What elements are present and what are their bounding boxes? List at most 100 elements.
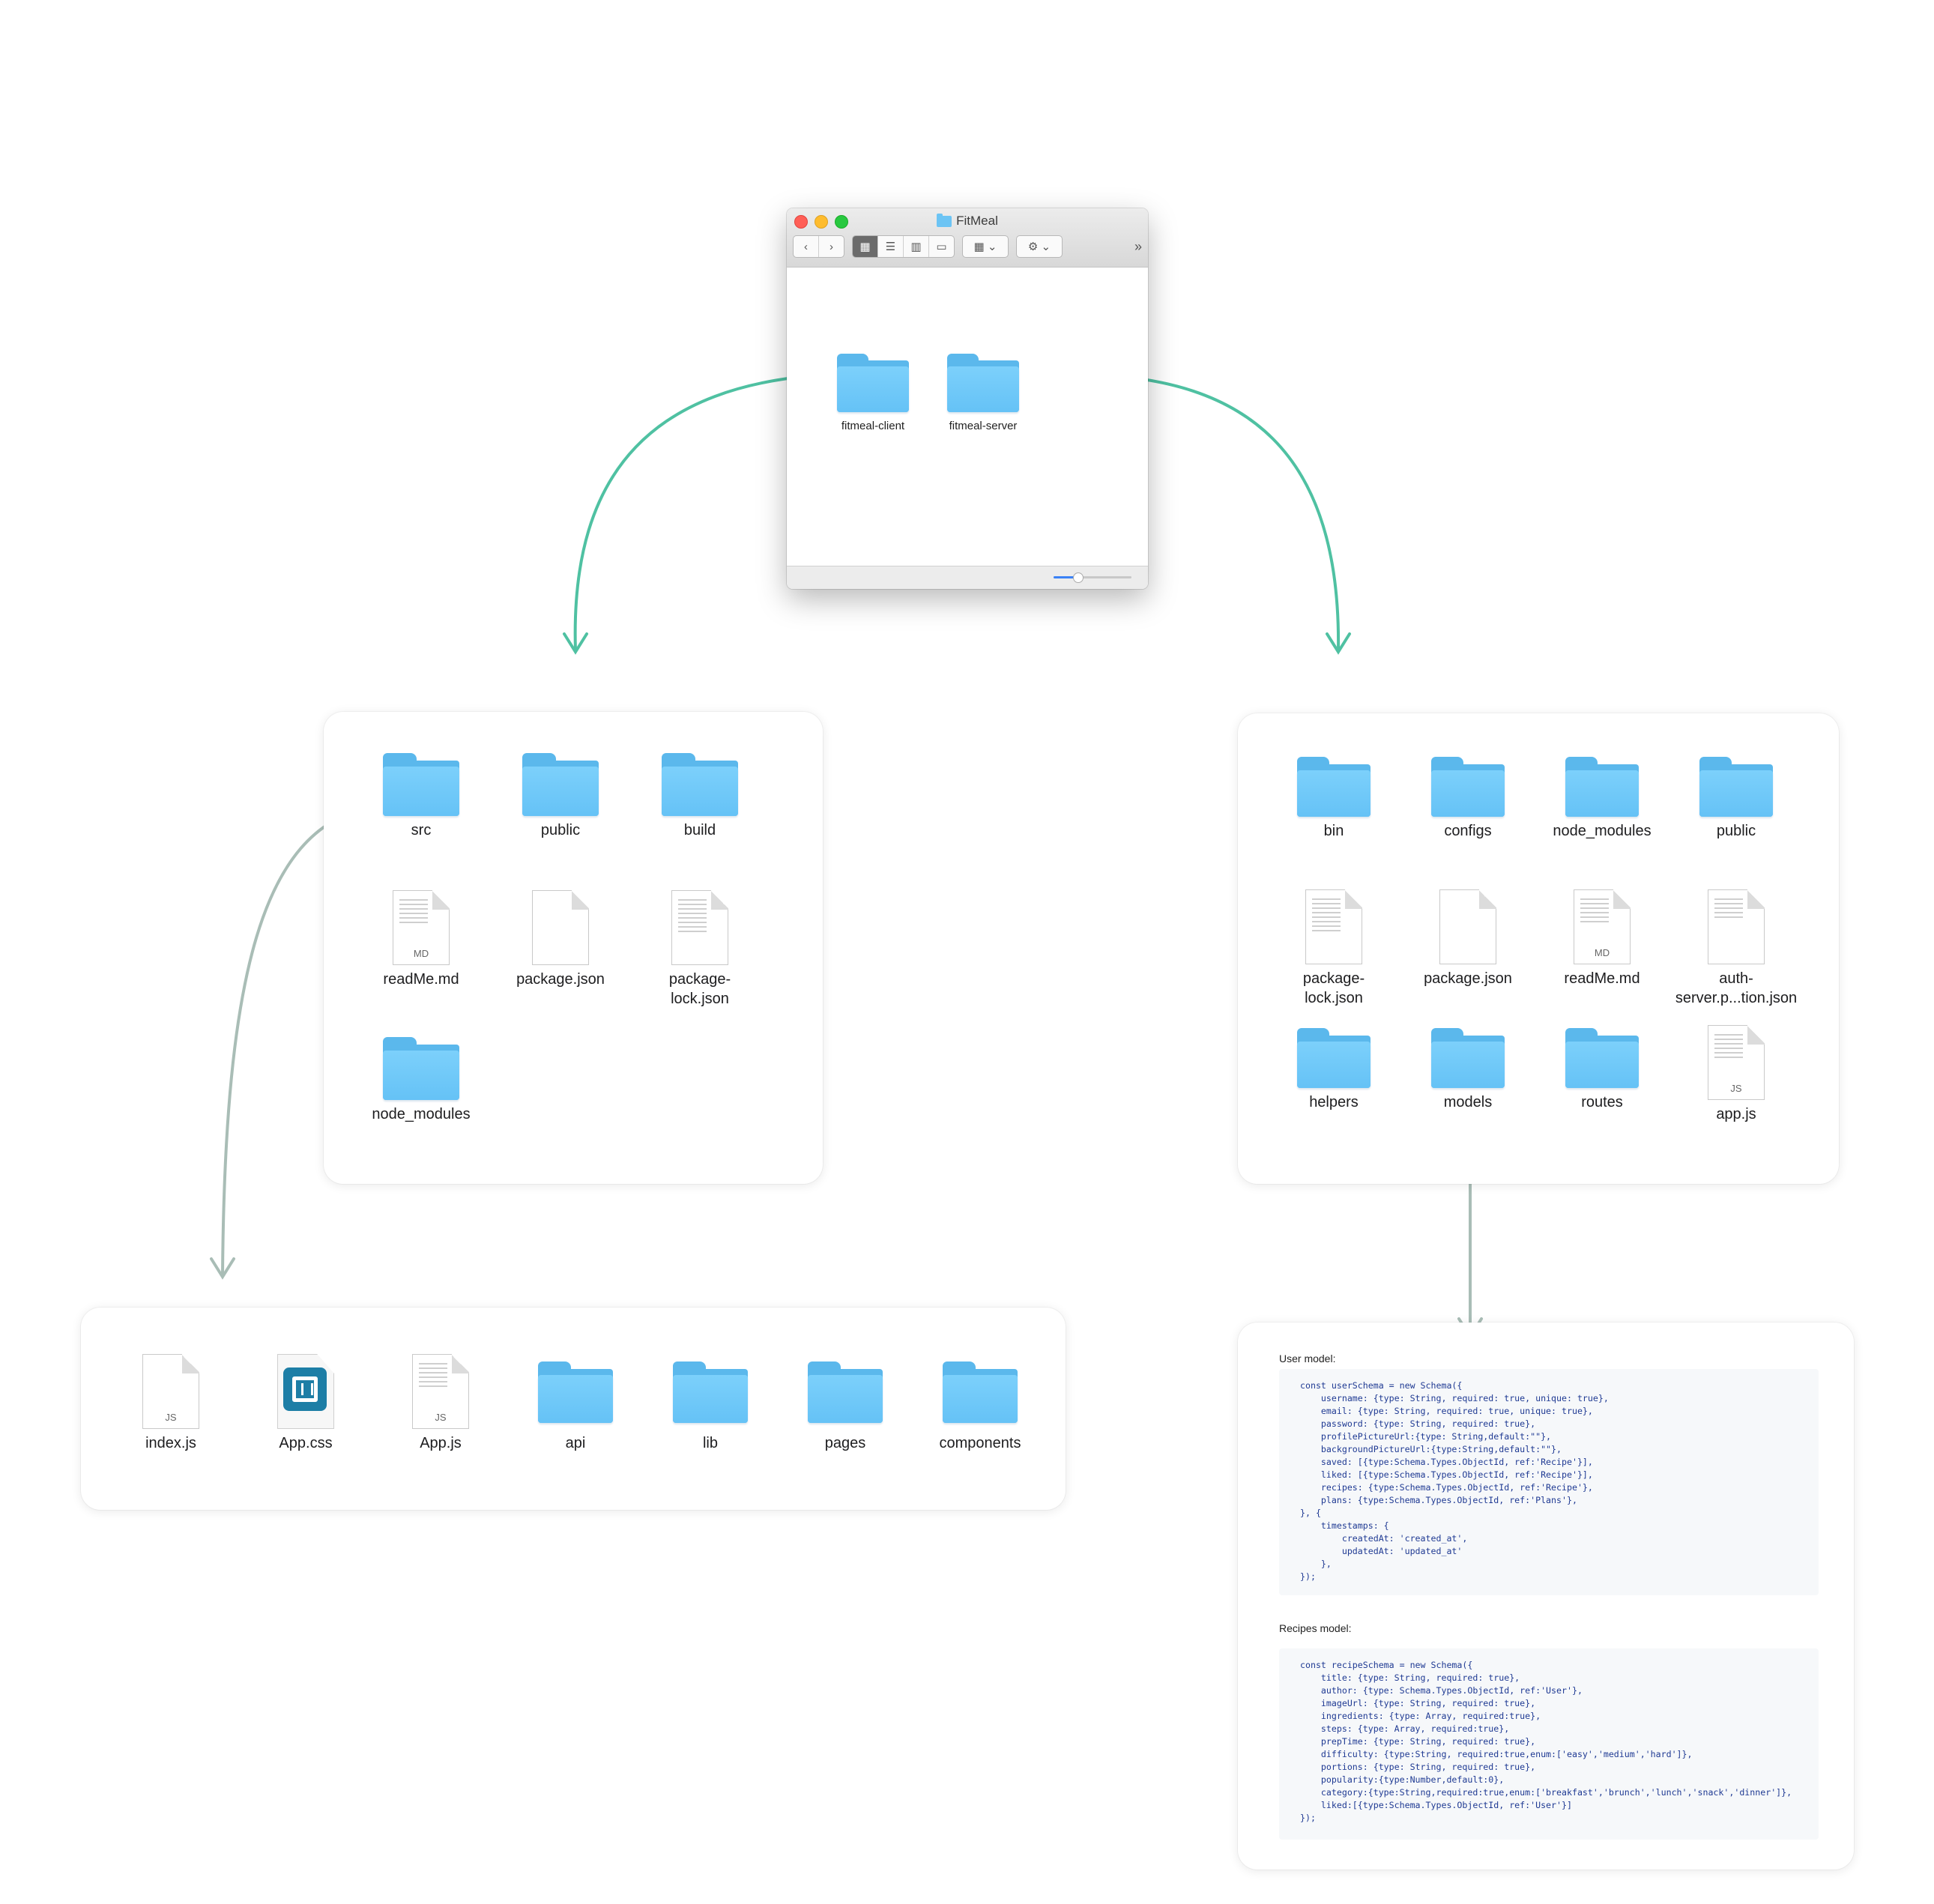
code-line: plans: {type:Schema.Types.ObjectId, ref:…	[1300, 1495, 1577, 1505]
markdown-file-icon: MD	[1574, 889, 1631, 964]
item-public[interactable]: public	[1669, 757, 1804, 841]
code-line: }, {	[1300, 1508, 1321, 1518]
minimize-button[interactable]	[815, 215, 828, 229]
item-package-lock[interactable]: package- lock.json	[632, 890, 767, 1009]
item-label: src	[411, 822, 432, 838]
item-node-modules[interactable]: node_modules	[1535, 757, 1669, 841]
item-label: build	[683, 822, 716, 838]
item-models[interactable]: models	[1400, 1028, 1535, 1112]
item-label: app.js	[1716, 1106, 1756, 1122]
folder-icon	[662, 753, 738, 816]
item-label: package- lock.json	[1302, 970, 1365, 1006]
folder-icon	[538, 1361, 613, 1423]
code-line: const userSchema = new Schema({	[1300, 1380, 1463, 1391]
code-line: recipes: {type:Schema.Types.ObjectId, re…	[1300, 1482, 1593, 1493]
item-app-js[interactable]: JS app.js	[1669, 1025, 1804, 1124]
code-line: saved: [{type:Schema.Types.ObjectId, ref…	[1300, 1457, 1593, 1467]
item-public[interactable]: public	[493, 753, 628, 840]
code-line: prepTime: {type: String, required: true}…	[1300, 1736, 1536, 1747]
item-label: index.js	[145, 1435, 196, 1451]
zoom-button[interactable]	[835, 215, 848, 229]
item-label: lib	[702, 1435, 718, 1451]
recipes-model-title: Recipes model:	[1279, 1622, 1352, 1634]
finder-statusbar	[787, 566, 1148, 589]
back-button[interactable]: ‹	[794, 236, 819, 257]
finder-item-server[interactable]: fitmeal-server	[934, 354, 1032, 432]
finder-item-client[interactable]: fitmeal-client	[824, 354, 922, 432]
item-lib[interactable]: lib	[643, 1361, 778, 1453]
item-label: readMe.md	[1564, 970, 1640, 987]
group-by-button[interactable]: ▦ ⌄	[973, 241, 997, 253]
item-label: configs	[1444, 823, 1492, 839]
item-helpers[interactable]: helpers	[1266, 1028, 1401, 1112]
folder-icon	[937, 213, 952, 227]
folder-icon	[837, 354, 909, 412]
item-label: node_modules	[372, 1106, 471, 1122]
finder-item-label: fitmeal-client	[841, 420, 905, 432]
item-label: public	[1716, 823, 1756, 839]
column-view-button[interactable]: ▥	[904, 236, 929, 257]
item-node-modules[interactable]: node_modules	[354, 1037, 489, 1124]
icon-size-slider[interactable]	[1054, 572, 1131, 583]
code-line: createdAt: 'created_at',	[1300, 1533, 1468, 1544]
item-label: helpers	[1309, 1094, 1359, 1110]
item-api[interactable]: api	[508, 1361, 643, 1453]
item-src[interactable]: src	[354, 753, 489, 840]
code-line: title: {type: String, required: true},	[1300, 1672, 1520, 1683]
folder-icon	[522, 753, 599, 816]
item-package-json[interactable]: package.json	[493, 890, 628, 989]
item-auth-server-json[interactable]: auth- server.p...tion.json	[1669, 889, 1804, 1008]
code-line: timestamps: {	[1300, 1520, 1389, 1531]
folder-icon	[673, 1361, 748, 1423]
item-routes[interactable]: routes	[1535, 1028, 1669, 1112]
forward-button[interactable]: ›	[829, 240, 833, 253]
item-package-json[interactable]: package.json	[1400, 889, 1535, 988]
close-button[interactable]	[794, 215, 808, 229]
js-file-icon: JS	[1708, 1025, 1765, 1100]
item-label: api	[565, 1435, 586, 1451]
item-readme[interactable]: MD readMe.md	[1535, 889, 1669, 988]
item-bin[interactable]: bin	[1266, 757, 1401, 841]
markdown-file-icon: MD	[393, 890, 450, 965]
gallery-view-button[interactable]: ▭	[936, 241, 947, 253]
code-line: liked: [{type:Schema.Types.ObjectId, ref…	[1300, 1469, 1593, 1480]
icon-view-button[interactable]: ▦	[853, 236, 878, 257]
toolbar-overflow-icon[interactable]: »	[1134, 238, 1142, 254]
code-line: ingredients: {type: Array, required:true…	[1300, 1711, 1541, 1721]
recipes-model-code: const recipeSchema = new Schema({ title:…	[1279, 1648, 1819, 1840]
code-line: imageUrl: {type: String, required: true}…	[1300, 1698, 1536, 1708]
item-build[interactable]: build	[632, 753, 767, 840]
folder-icon	[1565, 1028, 1639, 1088]
item-package-lock[interactable]: package- lock.json	[1266, 889, 1401, 1008]
item-app-js[interactable]: JS App.js	[373, 1354, 508, 1453]
arrowhead-src	[210, 1257, 235, 1280]
code-line: author: {type: Schema.Types.ObjectId, re…	[1300, 1685, 1583, 1696]
folder-icon	[1431, 1028, 1505, 1088]
item-pages[interactable]: pages	[778, 1361, 913, 1453]
item-label: components	[939, 1435, 1021, 1451]
folder-icon	[1297, 757, 1371, 817]
code-line: difficulty: {type:String, required:true,…	[1300, 1749, 1693, 1759]
action-gear-button[interactable]: ⚙ ⌄	[1027, 241, 1051, 253]
code-line: popularity:{type:Number,default:0},	[1300, 1774, 1505, 1785]
finder-window: FitMeal ‹ › ▦ ☰ ▥ ▭ ▦ ⌄ ⚙ ⌄ » fitme	[787, 208, 1148, 589]
json-file-icon	[532, 890, 589, 965]
list-view-button[interactable]: ☰	[878, 236, 904, 257]
item-label: pages	[824, 1435, 866, 1451]
arrowhead-server	[1326, 632, 1351, 655]
code-line: const recipeSchema = new Schema({	[1300, 1660, 1473, 1670]
item-app-css[interactable]: App.css	[238, 1354, 373, 1453]
folder-icon	[943, 1361, 1018, 1423]
item-configs[interactable]: configs	[1400, 757, 1535, 841]
item-components[interactable]: components	[913, 1361, 1048, 1453]
user-model-title: User model:	[1279, 1353, 1336, 1364]
finder-content: fitmeal-client fitmeal-server	[787, 268, 1148, 566]
folder-icon	[383, 1037, 459, 1100]
code-line: password: {type: String, required: true}…	[1300, 1418, 1536, 1429]
folder-icon	[383, 753, 459, 816]
client-folder-panel: src public build MD readMe.md package.js…	[324, 712, 823, 1184]
item-index-js[interactable]: JS index.js	[103, 1354, 238, 1453]
finder-item-label: fitmeal-server	[949, 420, 1018, 432]
item-readme[interactable]: MD readMe.md	[354, 890, 489, 989]
code-line: backgroundPictureUrl:{type:String,defaul…	[1300, 1444, 1562, 1454]
